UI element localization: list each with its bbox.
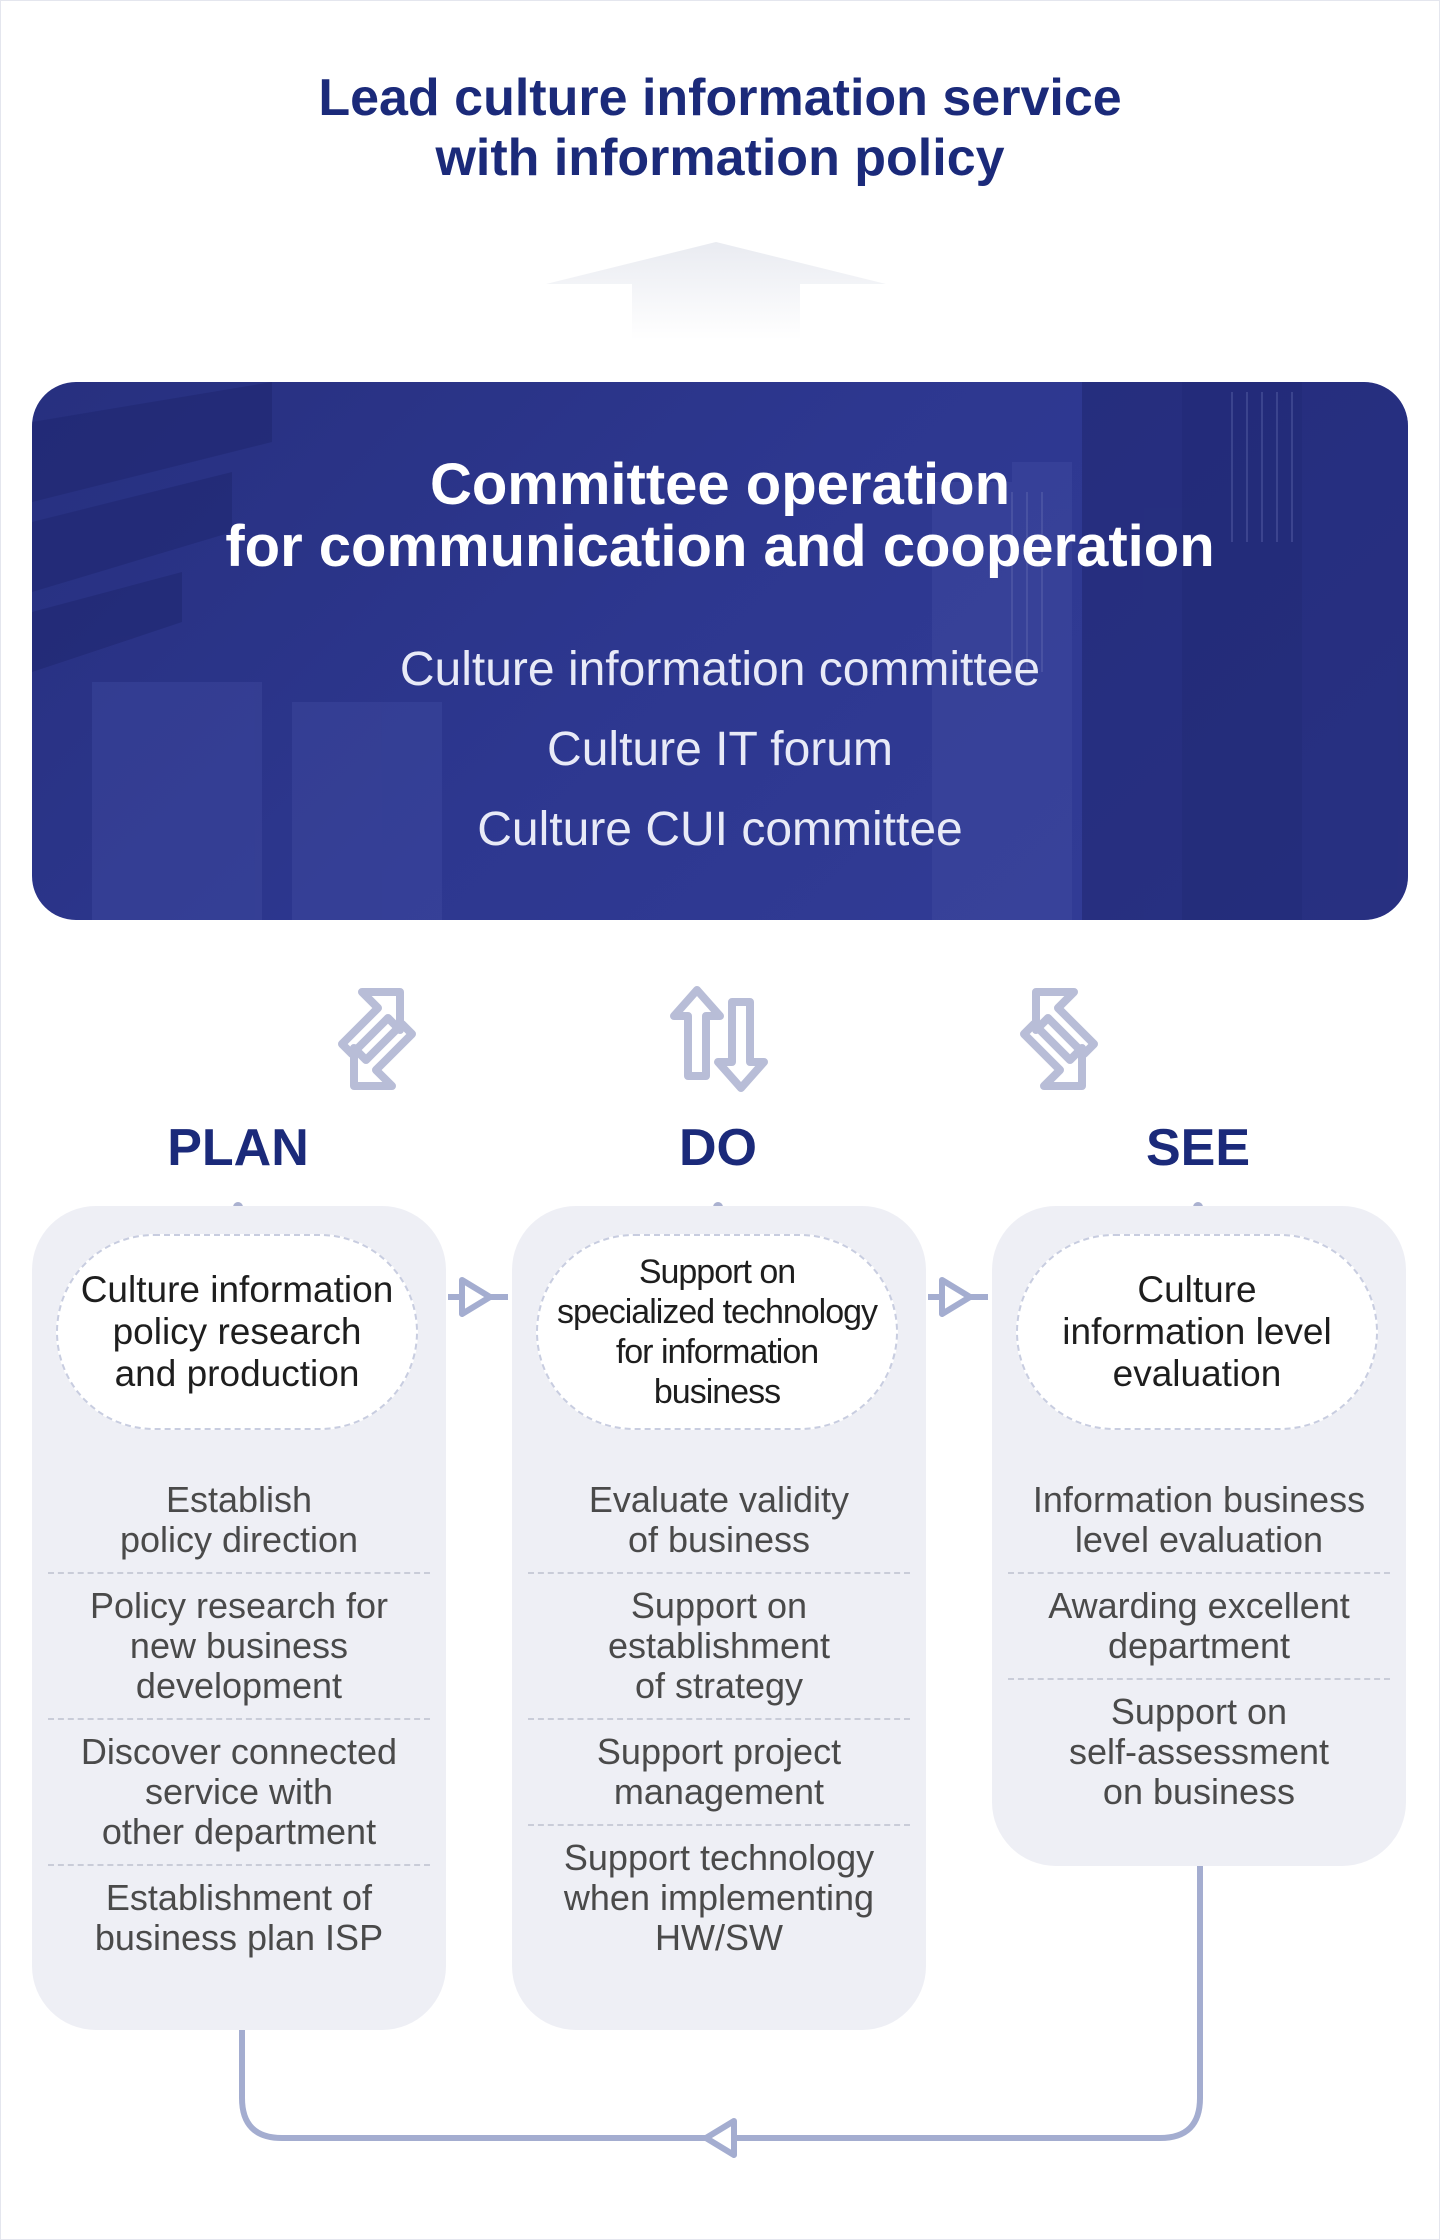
plan-title-line: and production (114, 1353, 360, 1394)
headline-line: with information policy (435, 129, 1005, 187)
see-title-line: evaluation (1112, 1353, 1282, 1394)
list-item-line: Support on (630, 1585, 808, 1626)
see-title-line: Culture (1137, 1269, 1257, 1310)
headline: Lead culture information service with in… (0, 68, 1440, 188)
do-title-line: specialized technology (556, 1293, 878, 1331)
banner-title-line: Committee operation (429, 452, 1011, 517)
do-list: Evaluate validity of business Support on… (528, 1468, 910, 1970)
list-item-line: self-assessment (1068, 1731, 1330, 1772)
list-item: Support on self-assessment on business (1008, 1680, 1390, 1824)
list-item-line: Support project (596, 1731, 842, 1772)
list-item: Evaluate validity of business (528, 1468, 910, 1574)
banner-title: Committee operation for communication an… (32, 454, 1408, 578)
committee-banner: Committee operation for communication an… (32, 382, 1408, 920)
list-item-line: HW/SW (655, 1917, 783, 1958)
phase-label-plan: PLAN (167, 1119, 309, 1177)
plan-title-line: Culture information (80, 1269, 394, 1310)
plan-panel: Culture information policy research and … (32, 1206, 446, 2030)
banner-background-illustration (32, 382, 1408, 920)
do-title-line: Support on (638, 1253, 796, 1291)
phase-label-see: SEE (1145, 1119, 1251, 1177)
see-panel: Culture information level evaluation Inf… (992, 1206, 1406, 1866)
phase-label-do: DO (679, 1119, 757, 1177)
list-item-line: Discover connected (80, 1731, 398, 1772)
list-item: Support technology when implementing HW/… (528, 1826, 910, 1970)
do-title-line: for information (615, 1333, 819, 1371)
list-item-line: other department (101, 1811, 377, 1852)
list-item-line: Establishment of (105, 1877, 373, 1918)
plan-title-oval: Culture information policy research and … (56, 1234, 418, 1430)
list-item-line: Policy research for (89, 1585, 389, 1626)
list-item-line: Information business (1032, 1479, 1366, 1520)
list-item: Discover connected service with other de… (48, 1720, 430, 1866)
list-item-line: business plan ISP (94, 1917, 384, 1958)
list-item: Support on establishment of strategy (528, 1574, 910, 1720)
headline-line: Lead culture information service (318, 69, 1122, 127)
list-item: Support project management (528, 1720, 910, 1826)
list-item: Policy research for new business develop… (48, 1574, 430, 1720)
see-list: Information business level evaluation Aw… (1008, 1468, 1390, 1824)
do-title-oval: Support on specialized technology for in… (536, 1234, 898, 1430)
list-item-line: when implementing (563, 1877, 875, 1918)
plan-title-line: policy research (112, 1311, 362, 1352)
list-item-line: management (613, 1771, 825, 1812)
list-item-line: Awarding excellent (1048, 1585, 1350, 1626)
list-item-line: Support on (1110, 1691, 1288, 1732)
banner-item: Culture information committee (399, 643, 1041, 696)
list-item-line: development (135, 1665, 343, 1706)
banner-list: Culture information committee Culture IT… (32, 630, 1408, 870)
list-item: Establishment of business plan ISP (48, 1866, 430, 1970)
list-item-line: level evaluation (1074, 1519, 1324, 1560)
list-item-line: Establish (165, 1479, 313, 1520)
list-item-line: policy direction (119, 1519, 359, 1560)
see-title-line: information level (1062, 1311, 1332, 1352)
up-arrow-icon (546, 242, 886, 340)
banner-item: Culture CUI committee (477, 803, 963, 856)
exchange-arrows-icon (1020, 988, 1098, 1090)
list-item-line: Support technology (563, 1837, 875, 1878)
list-item-line: service with (144, 1771, 334, 1812)
list-item-line: on business (1102, 1771, 1296, 1812)
banner-item: Culture IT forum (547, 723, 893, 776)
exchange-arrows-icon (338, 988, 416, 1090)
list-item: Information business level evaluation (1008, 1468, 1390, 1574)
do-title-line: business (653, 1373, 781, 1411)
list-item: Awarding excellent department (1008, 1574, 1390, 1680)
plan-list: Establish policy direction Policy resear… (48, 1468, 430, 1970)
list-item-line: of strategy (634, 1665, 804, 1706)
list-item-line: establishment (607, 1625, 831, 1666)
list-item-line: new business (129, 1625, 349, 1666)
do-panel: Support on specialized technology for in… (512, 1206, 926, 2030)
list-item-line: department (1107, 1625, 1291, 1666)
see-title-oval: Culture information level evaluation (1016, 1234, 1378, 1430)
list-item-line: of business (627, 1519, 811, 1560)
list-item-line: Evaluate validity (588, 1479, 850, 1520)
exchange-arrows-icon (670, 986, 768, 1092)
banner-title-line: for communication and cooperation (225, 514, 1215, 579)
list-item: Establish policy direction (48, 1468, 430, 1574)
